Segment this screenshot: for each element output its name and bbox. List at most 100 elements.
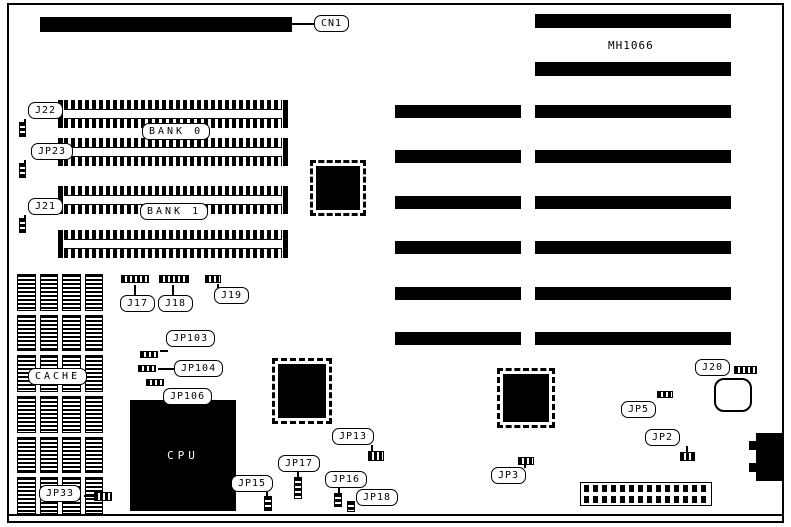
jumper-jp5 xyxy=(657,391,673,398)
callout-j19: J19 xyxy=(214,287,250,304)
callout-jp23: JP23 xyxy=(31,143,74,160)
leader-line xyxy=(172,285,174,295)
qfp-chip xyxy=(310,160,366,216)
leader-line xyxy=(371,445,373,451)
cache-chip xyxy=(17,477,36,514)
jumper-j19 xyxy=(205,275,221,283)
isa-slot-segment xyxy=(535,105,731,118)
board-model-label: MH1066 xyxy=(608,39,654,52)
jumper-jp15 xyxy=(264,496,272,511)
cache-chip xyxy=(84,314,103,352)
cache-chip xyxy=(17,274,36,311)
cache-chip xyxy=(17,314,36,352)
jumper-jp13 xyxy=(368,451,384,461)
cache-chip xyxy=(39,314,58,352)
cache-chip xyxy=(39,274,58,311)
leader-line xyxy=(686,446,688,452)
jumper-j21 xyxy=(19,218,26,233)
simm-contacts xyxy=(64,156,282,166)
leader-line xyxy=(24,160,26,163)
isa-slot-segment xyxy=(535,196,731,209)
board-bottom-edge xyxy=(9,514,782,516)
callout-jp13: JP13 xyxy=(332,428,375,445)
qfp-chip xyxy=(272,358,332,424)
callout-j18: J18 xyxy=(158,295,194,312)
simm-contacts xyxy=(64,248,282,258)
cache-chip xyxy=(62,436,81,474)
cache-chip xyxy=(84,355,103,392)
cpu-label: CPU xyxy=(167,449,199,462)
keyboard-connector-tab xyxy=(749,463,757,472)
leader-line xyxy=(524,465,526,468)
jumper-jp23 xyxy=(19,163,26,178)
callout-jp33: JP33 xyxy=(39,485,82,502)
callout-j17: J17 xyxy=(120,295,156,312)
leader-line xyxy=(297,472,299,477)
bank0-label: BANK 0 xyxy=(142,123,211,140)
jumper-j18 xyxy=(159,275,189,283)
callout-j21: J21 xyxy=(28,198,64,215)
leader-line xyxy=(24,119,26,122)
leader-line xyxy=(158,368,174,370)
cache-chip xyxy=(84,396,103,433)
leader-line xyxy=(84,495,94,497)
simm-contacts xyxy=(64,138,282,148)
simm-contacts xyxy=(64,100,282,110)
isa-slot-segment xyxy=(535,332,731,345)
isa-slot-segment xyxy=(395,332,521,345)
leader-line xyxy=(266,492,268,496)
callout-jp104: JP104 xyxy=(174,360,224,377)
cache-chip xyxy=(17,396,36,433)
jumper-jp2 xyxy=(680,452,695,461)
leader-line xyxy=(292,23,314,25)
callout-jp15: JP15 xyxy=(231,475,274,492)
isa-slot-segment xyxy=(535,241,731,254)
callout-jp3: JP3 xyxy=(491,467,527,484)
cache-chip xyxy=(17,436,36,474)
pin-row xyxy=(584,485,708,492)
jumper-j17 xyxy=(121,275,149,283)
jumper-j20 xyxy=(734,366,757,374)
bank1-label: BANK 1 xyxy=(140,203,209,220)
cache-chip xyxy=(62,396,81,433)
isa-slot-segment xyxy=(535,14,731,28)
jumper-jp16 xyxy=(334,493,342,507)
callout-j22: J22 xyxy=(28,102,64,119)
callout-j20: J20 xyxy=(695,359,731,376)
cache-chip xyxy=(62,274,81,311)
battery-outline xyxy=(714,378,752,412)
simm-contacts xyxy=(64,230,282,240)
isa-slot-segment xyxy=(395,150,521,163)
isa-slot-segment xyxy=(395,196,521,209)
jumper-jp18 xyxy=(347,501,355,512)
board-outline xyxy=(7,3,784,523)
jumper-jp106 xyxy=(146,379,164,386)
leader-line xyxy=(338,488,340,493)
connector-cn1-bar xyxy=(40,17,292,32)
callout-jp5: JP5 xyxy=(621,401,657,418)
jumper-jp33 xyxy=(94,492,112,501)
callout-jp17: JP17 xyxy=(278,455,321,472)
callout-jp106: JP106 xyxy=(163,388,213,405)
qfp-chip xyxy=(497,368,555,428)
isa-slot-segment xyxy=(535,287,731,300)
cache-chip xyxy=(84,274,103,311)
callout-jp2: JP2 xyxy=(645,429,681,446)
cache-chip-grid xyxy=(17,274,103,514)
pin-row xyxy=(584,496,708,503)
isa-slot-segment xyxy=(395,287,521,300)
isa-slot-segment xyxy=(535,150,731,163)
jumper-jp103 xyxy=(140,351,158,358)
isa-slot-segment xyxy=(535,62,731,76)
cache-chip xyxy=(39,396,58,433)
cache-label: CACHE xyxy=(28,368,88,385)
leader-line xyxy=(134,285,136,295)
isa-slot-segment xyxy=(395,241,521,254)
isa-slot-segment xyxy=(395,105,521,118)
leader-line xyxy=(160,350,168,352)
leader-line xyxy=(24,215,26,218)
cache-chip xyxy=(39,436,58,474)
simm-socket xyxy=(58,138,288,166)
keyboard-connector-tab xyxy=(749,441,757,450)
